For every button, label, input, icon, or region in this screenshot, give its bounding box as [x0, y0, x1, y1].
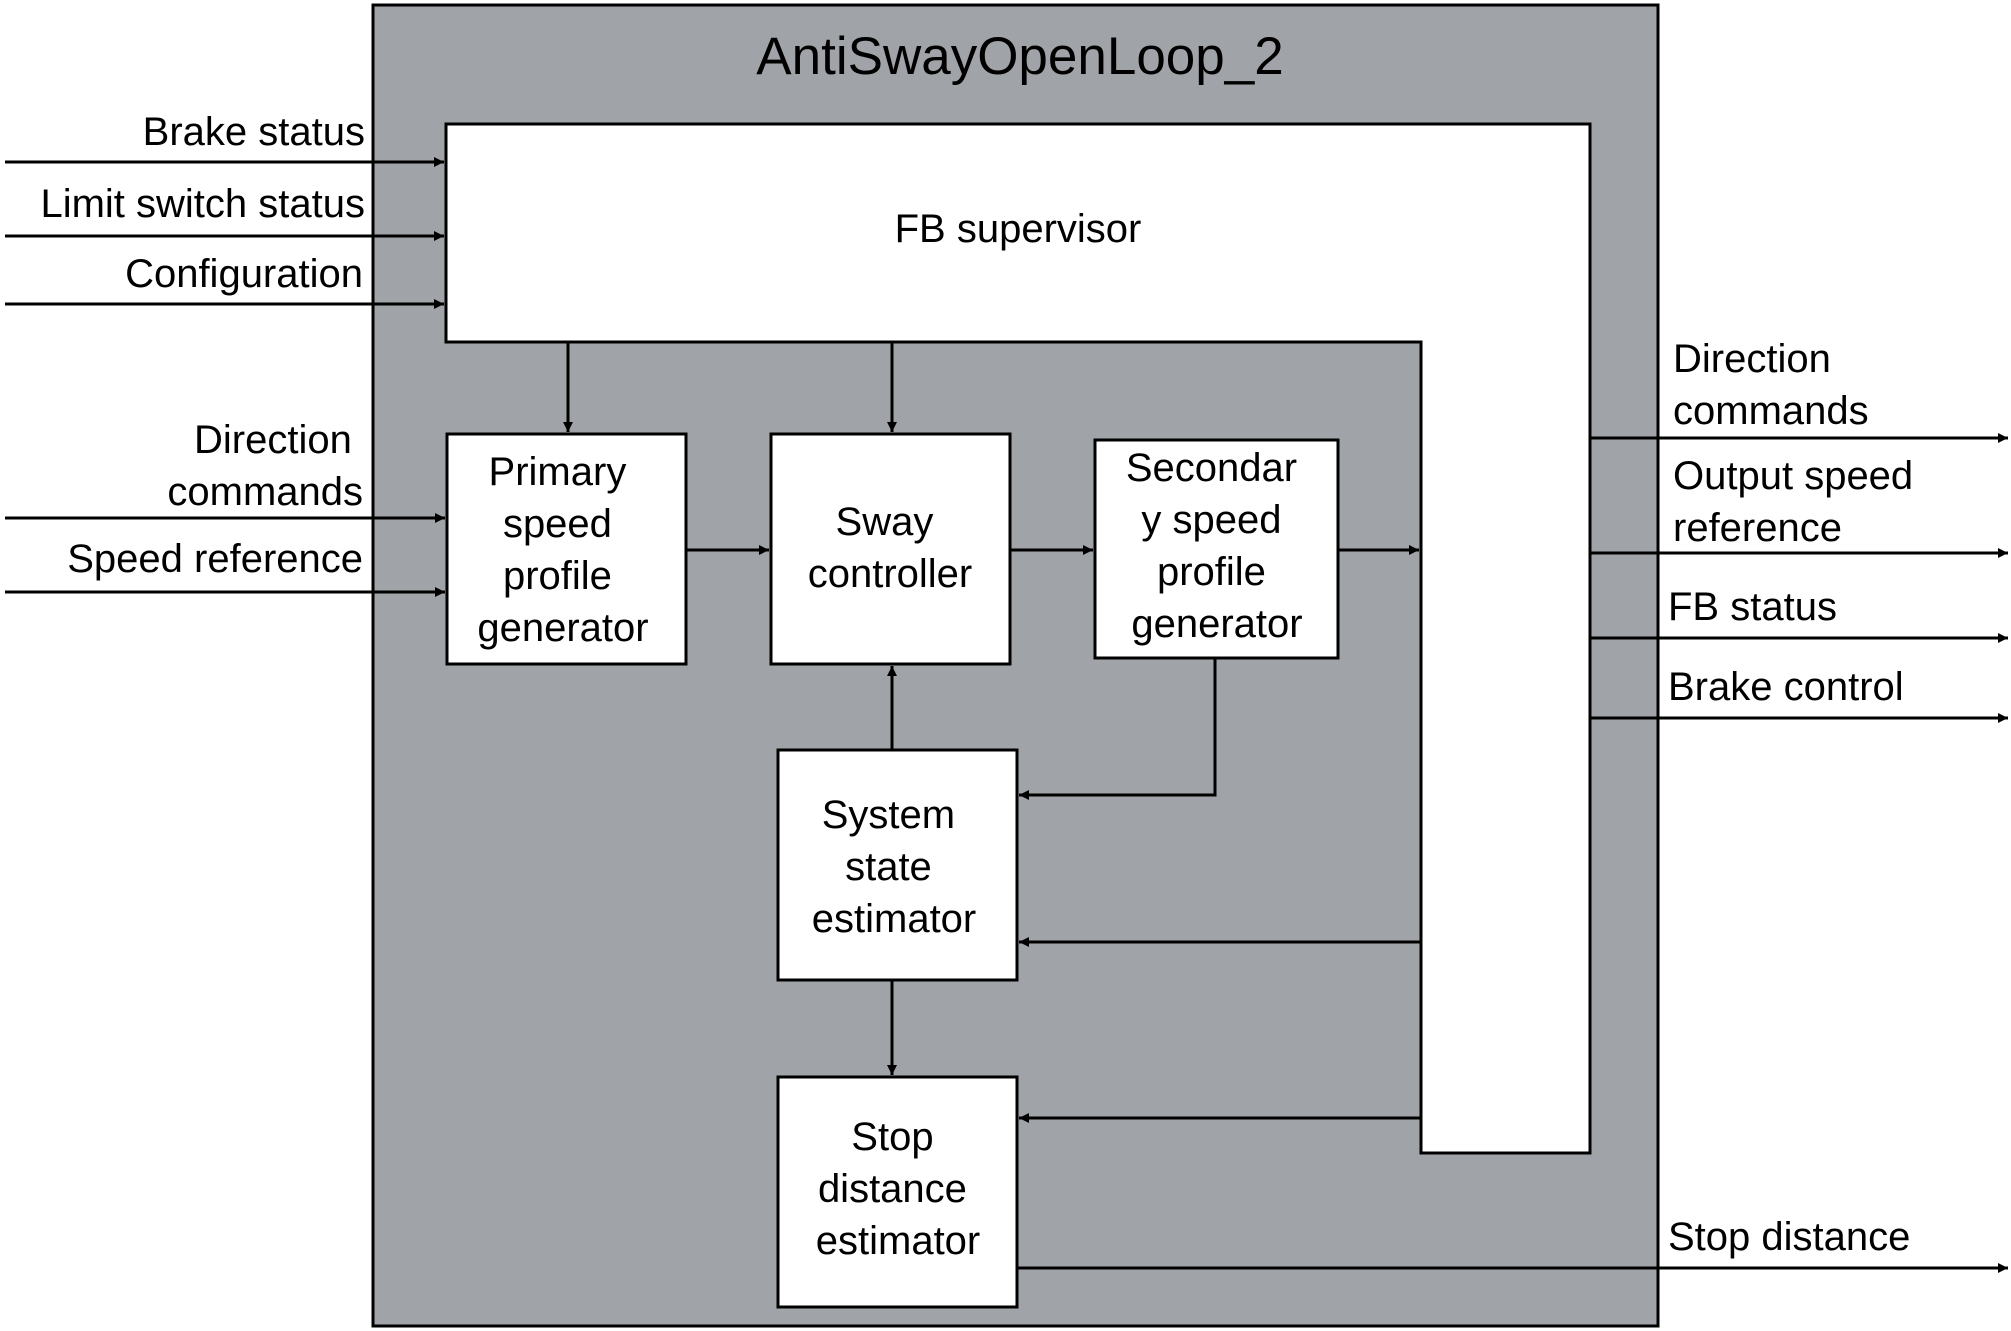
sway-controller-block: [769, 432, 1012, 666]
input-label-line: Direction: [194, 418, 352, 462]
sway-label-line: controller: [808, 552, 973, 596]
stop-block-label: Stop distance estimator: [816, 1115, 981, 1263]
sway-block-label: Sway controller: [808, 500, 973, 596]
output-label-stop-distance: Stop distance: [1668, 1215, 1910, 1259]
secondary-block-label: Secondar y speed profile generator: [1126, 446, 1308, 646]
arrow-secondary-to-estimator: [1019, 658, 1217, 800]
primary-label-line: Primary: [489, 450, 627, 494]
output-label-fb-status: FB status: [1668, 585, 1837, 629]
internal-connections: [563, 342, 1421, 1123]
secondary-label-line: profile: [1157, 550, 1266, 594]
input-label-brake-status: Brake status: [143, 110, 365, 154]
stop-label-line: distance: [818, 1167, 967, 1211]
fb-supervisor-label: FB supervisor: [895, 207, 1142, 251]
estimator-label-line: estimator: [812, 897, 977, 941]
output-label-line: Direction: [1673, 337, 1831, 381]
estimator-label-line: state: [845, 845, 932, 889]
stop-label-line: Stop: [851, 1115, 933, 1159]
secondary-label-line: y speed: [1141, 498, 1281, 542]
fb-supervisor-block: [444, 122, 1592, 1155]
estimator-label-line: System: [822, 793, 955, 837]
sway-label-line: Sway: [836, 500, 934, 544]
output-label-output-speed-reference: Output speed reference: [1673, 454, 1924, 550]
input-label-limit-switch-status: Limit switch status: [40, 182, 365, 226]
primary-block-label: Primary speed profile generator: [477, 450, 648, 650]
output-label-line: reference: [1673, 506, 1842, 550]
output-signals: Direction commands Output speed referenc…: [1017, 337, 2008, 1273]
stop-distance-estimator-block: [776, 1075, 1019, 1309]
output-label-direction-commands: Direction commands: [1673, 337, 1869, 433]
diagram-title: AntiSwayOpenLoop_2: [756, 27, 1283, 86]
input-label-speed-reference: Speed reference: [67, 537, 363, 581]
estimator-block-label: System state estimator: [812, 793, 977, 941]
output-label-brake-control: Brake control: [1668, 665, 1904, 709]
input-signals: Brake status Limit switch status Configu…: [5, 110, 445, 597]
output-label-line: Output speed: [1673, 454, 1913, 498]
input-label-direction-commands: Direction commands: [167, 418, 363, 514]
system-state-estimator-block: [776, 748, 1019, 982]
input-label-configuration: Configuration: [125, 252, 363, 296]
secondary-label-line: Secondar: [1126, 446, 1297, 490]
input-label-line: commands: [167, 470, 363, 514]
stop-label-line: estimator: [816, 1219, 981, 1263]
primary-label-line: speed: [503, 502, 612, 546]
primary-label-line: profile: [503, 554, 612, 598]
secondary-speed-profile-generator-block: [1093, 438, 1340, 660]
output-label-line: commands: [1673, 389, 1869, 433]
secondary-label-line: generator: [1131, 602, 1302, 646]
primary-label-line: generator: [477, 606, 648, 650]
